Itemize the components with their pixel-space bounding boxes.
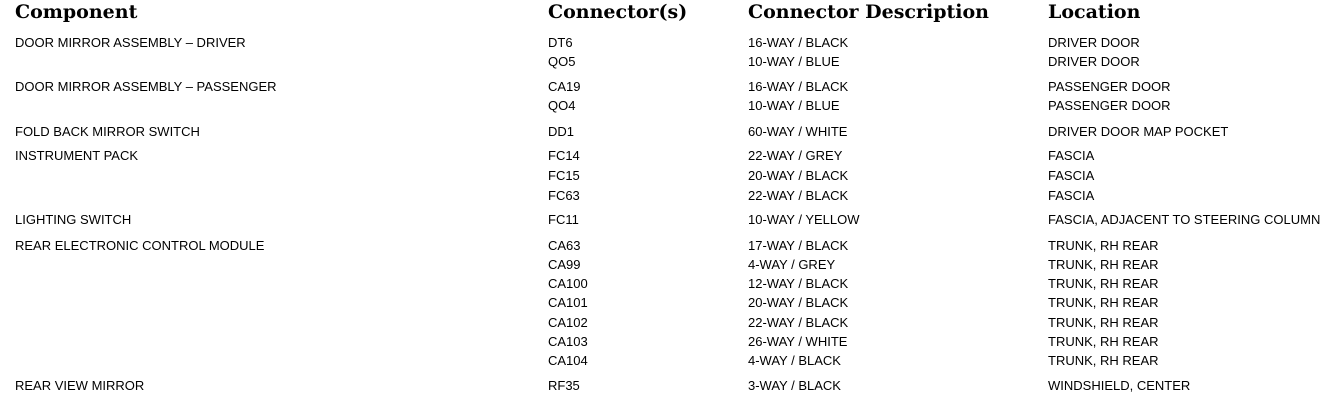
cell-connector: CA103 — [548, 334, 588, 349]
cell-location: DRIVER DOOR MAP POCKET — [1048, 124, 1229, 139]
cell-description: 10-WAY / BLUE — [748, 98, 840, 113]
cell-description: 26-WAY / WHITE — [748, 334, 848, 349]
cell-description: 20-WAY / BLACK — [748, 168, 849, 183]
cell-location: TRUNK, RH REAR — [1048, 334, 1159, 349]
cell-location: WINDSHIELD, CENTER — [1048, 378, 1191, 393]
cell-connector: RF35 — [548, 378, 580, 393]
cell-connector: CA19 — [548, 79, 581, 94]
cell-connector: FC15 — [548, 168, 580, 183]
cell-location: TRUNK, RH REAR — [1048, 238, 1159, 253]
cell-description: 10-WAY / BLUE — [748, 54, 840, 69]
cell-connector: QO4 — [548, 98, 576, 113]
cell-description: 4-WAY / GREY — [748, 257, 836, 272]
cell-location: TRUNK, RH REAR — [1048, 315, 1159, 330]
cell-component: REAR VIEW MIRROR — [15, 378, 145, 393]
cell-component: DOOR MIRROR ASSEMBLY – PASSENGER — [15, 79, 277, 94]
cell-location: DRIVER DOOR — [1048, 54, 1140, 69]
cell-description: 12-WAY / BLACK — [748, 276, 849, 291]
cell-connector: CA100 — [548, 276, 588, 291]
cell-description: 4-WAY / BLACK — [748, 353, 841, 368]
cell-connector: CA102 — [548, 315, 588, 330]
cell-description: 16-WAY / BLACK — [748, 79, 849, 94]
cell-description: 22-WAY / BLACK — [748, 188, 849, 203]
cell-description: 22-WAY / BLACK — [748, 315, 849, 330]
cell-connector: FC11 — [548, 212, 579, 227]
cell-location: TRUNK, RH REAR — [1048, 257, 1159, 272]
cell-connector: CA63 — [548, 238, 581, 253]
header-component: Component — [15, 1, 138, 23]
cell-description: 20-WAY / BLACK — [748, 295, 849, 310]
cell-connector: DT6 — [548, 35, 573, 50]
header-description: Connector Description — [748, 1, 989, 23]
cell-connector: CA99 — [548, 257, 581, 272]
cell-connector: CA104 — [548, 353, 588, 368]
cell-connector: QO5 — [548, 54, 576, 69]
cell-description: 60-WAY / WHITE — [748, 124, 848, 139]
cell-location: TRUNK, RH REAR — [1048, 276, 1159, 291]
cell-description: 10-WAY / YELLOW — [748, 212, 860, 227]
cell-location: PASSENGER DOOR — [1048, 79, 1171, 94]
cell-description: 3-WAY / BLACK — [748, 378, 841, 393]
cell-connector: CA101 — [548, 295, 588, 310]
cell-location: PASSENGER DOOR — [1048, 98, 1171, 113]
cell-location: DRIVER DOOR — [1048, 35, 1140, 50]
cell-connector: FC63 — [548, 188, 580, 203]
cell-description: 17-WAY / BLACK — [748, 238, 849, 253]
cell-component: DOOR MIRROR ASSEMBLY – DRIVER — [15, 35, 246, 50]
cell-component: REAR ELECTRONIC CONTROL MODULE — [15, 238, 265, 253]
cell-location: FASCIA — [1048, 168, 1095, 183]
cell-description: 22-WAY / GREY — [748, 148, 843, 163]
cell-connector: FC14 — [548, 148, 580, 163]
cell-location: FASCIA, ADJACENT TO STEERING COLUMN — [1048, 212, 1321, 227]
header-connectors: Connector(s) — [548, 1, 688, 23]
cell-component: INSTRUMENT PACK — [15, 148, 139, 163]
cell-location: TRUNK, RH REAR — [1048, 353, 1159, 368]
cell-component: LIGHTING SWITCH — [15, 212, 132, 227]
cell-connector: DD1 — [548, 124, 575, 139]
cell-component: FOLD BACK MIRROR SWITCH — [15, 124, 200, 139]
cell-location: TRUNK, RH REAR — [1048, 295, 1159, 310]
cell-location: FASCIA — [1048, 148, 1095, 163]
cell-location: FASCIA — [1048, 188, 1095, 203]
header-location: Location — [1048, 1, 1141, 23]
cell-description: 16-WAY / BLACK — [748, 35, 849, 50]
table-header: Component Connector(s) Connector Descrip… — [0, 0, 1344, 26]
